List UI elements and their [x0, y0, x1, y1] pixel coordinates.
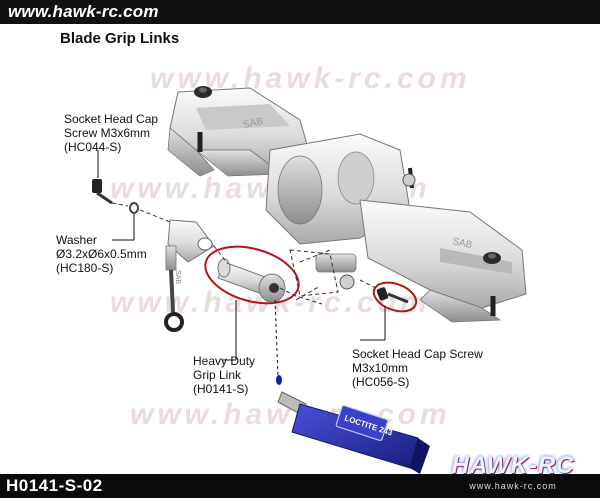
label-line: (H0141-S): [193, 382, 249, 396]
label-line: M3x10mm: [352, 361, 409, 375]
label-line: Socket Head Cap: [64, 112, 159, 126]
label-line: Grip Link: [193, 368, 242, 382]
link-mark: SAB: [174, 270, 181, 284]
label-line: (HC056-S): [352, 375, 410, 389]
blade-grip-assembly-icon: [167, 86, 527, 323]
highlight-circle: [204, 245, 300, 305]
grip-mark: SAB: [242, 116, 264, 131]
loctite-drop: [276, 375, 282, 385]
page-title: Blade Grip Links: [60, 30, 180, 47]
label-line: Socket Head Cap Screw: [352, 347, 483, 361]
logo-text: HAWK-RC: [451, 452, 575, 479]
label-line: (HC180-S): [56, 261, 114, 275]
highlight-circle: [372, 281, 418, 313]
grip-link-icon: [217, 258, 286, 303]
logo-url: www.hawk-rc.com: [469, 481, 557, 491]
label-line: (HC044-S): [64, 140, 122, 154]
leader-lines: [97, 150, 386, 377]
ball-link-icon: [164, 219, 215, 332]
hawk-rc-logo: HAWK-RC www.hawk-rc.com: [438, 448, 588, 496]
grip-mark: SAB: [451, 236, 473, 251]
part-code: H0141-S-02: [6, 476, 103, 495]
washer-icon: [129, 202, 139, 214]
label-heavy-duty-grip-link: Heavy Duty Grip Link (H0141-S): [193, 354, 255, 396]
screw-icon: [92, 179, 113, 205]
label-washer: Washer Ø3.2xØ6x0.5mm (HC180-S): [56, 233, 147, 275]
footer-bar: H0141-S-02: [0, 474, 600, 498]
site-url[interactable]: www.hawk-rc.com: [8, 2, 159, 21]
label-line: Screw M3x6mm: [64, 126, 151, 140]
label-socket-screw-m3x6: Socket Head Cap Screw M3x6mm (HC044-S): [64, 112, 158, 154]
loctite-bottle-icon: [277, 391, 430, 474]
label-socket-screw-m3x10: Socket Head Cap Screw M3x10mm (HC056-S): [352, 347, 483, 389]
label-line: Heavy Duty: [193, 354, 256, 368]
label-line: Washer: [56, 233, 97, 247]
screw-icon: [376, 287, 409, 304]
label-line: Ø3.2xØ6x0.5mm: [56, 247, 147, 261]
header-bar: www.hawk-rc.com: [0, 0, 600, 24]
